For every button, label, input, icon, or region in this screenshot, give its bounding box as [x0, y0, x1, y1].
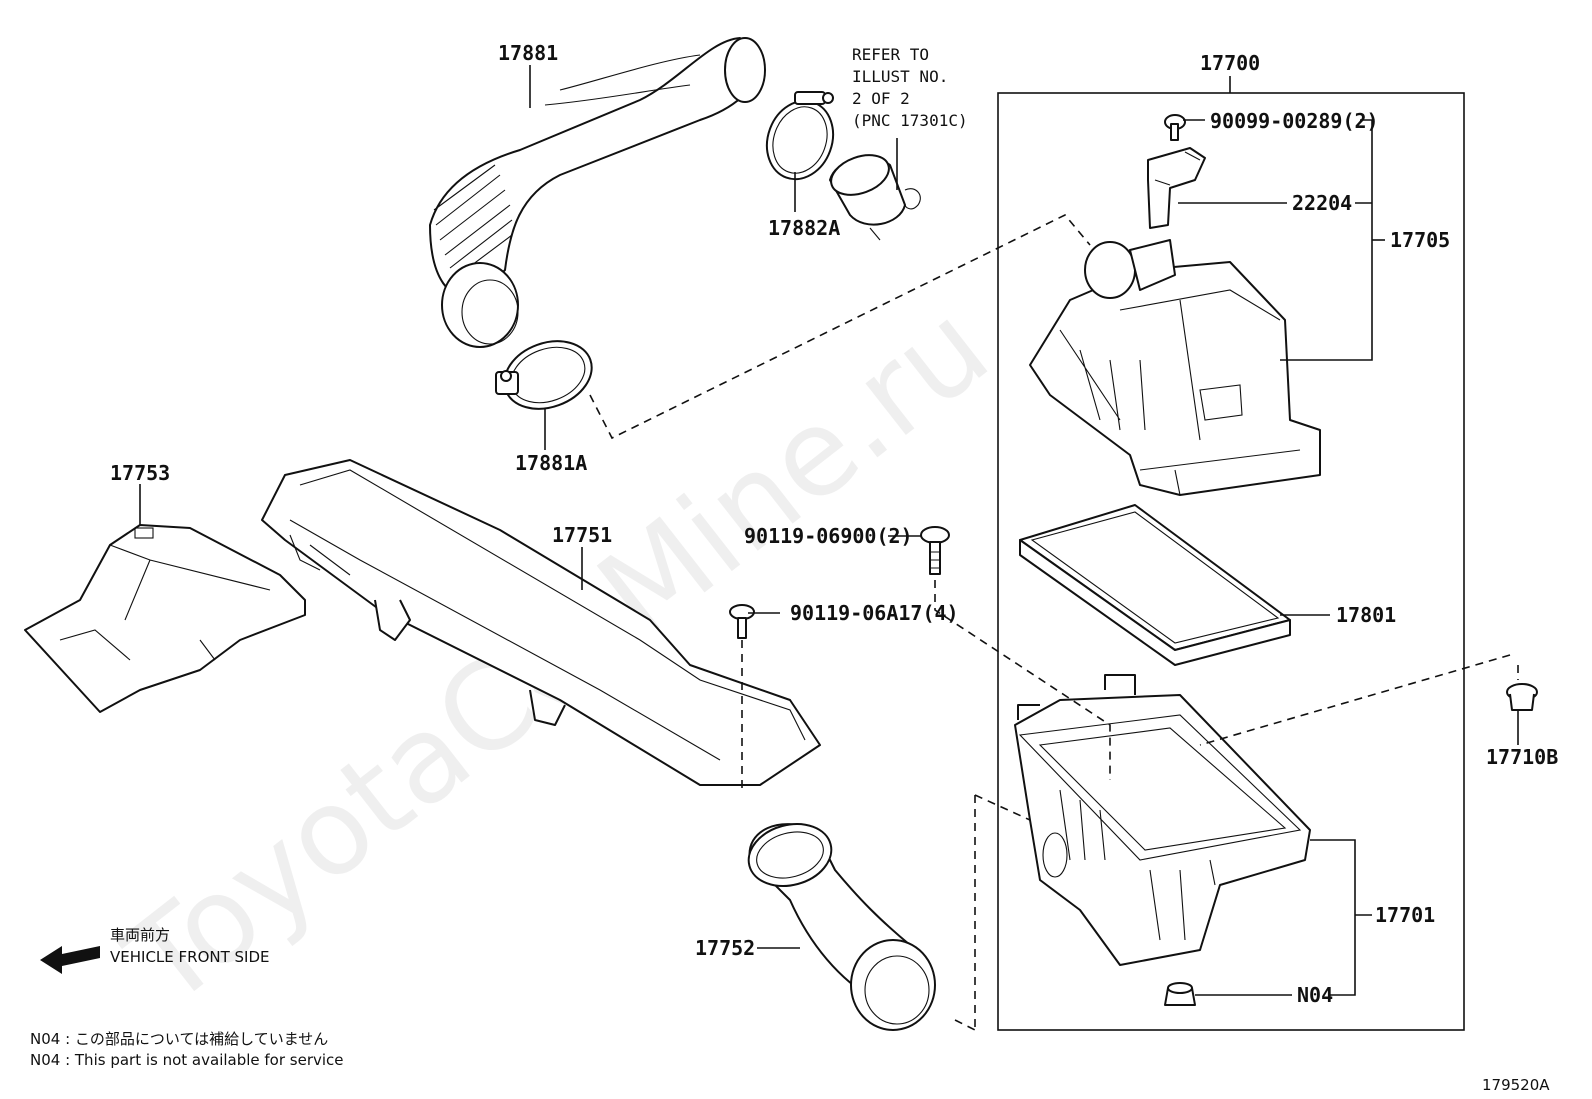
label-17700: 17700: [1200, 51, 1260, 75]
air-cleaner-cover-17705: [1029, 239, 1321, 496]
footnote-jp: N04 : この部品については補給していません: [30, 1030, 328, 1048]
label-17701: 17701: [1375, 903, 1435, 927]
label-17801: 17801: [1336, 603, 1396, 627]
label-90119-06900: 90119-06900(2): [744, 524, 913, 548]
air-filter-17801: [1019, 504, 1291, 666]
label-N04: N04: [1297, 983, 1333, 1007]
bolt-90119-06A17: [729, 604, 755, 639]
intake-17751: [261, 459, 821, 786]
refer-note: REFER TO ILLUST NO. 2 OF 2 (PNC 17301C): [852, 45, 968, 130]
label-22204: 22204: [1292, 191, 1352, 215]
grommet-17710B: [1506, 683, 1538, 711]
clamp-17881A: [495, 340, 593, 410]
vehicle-front-arrow: [40, 946, 100, 974]
assembly-box-17700: [997, 92, 1465, 1031]
hose-17881: [429, 37, 766, 348]
label-17751: 17751: [552, 523, 612, 547]
svg-text:ILLUST NO.: ILLUST NO.: [852, 67, 948, 86]
footnote-en: N04 : This part is not available for ser…: [30, 1051, 344, 1069]
svg-text:(PNC 17301C): (PNC 17301C): [852, 111, 968, 130]
airflow-sensor-22204: [1147, 147, 1206, 229]
leader-lines: [139, 65, 1519, 996]
direction-jp: 車両前方: [110, 926, 170, 944]
label-90099-00289: 90099-00289(2): [1210, 109, 1379, 133]
illustration-id: 179520A: [1482, 1076, 1550, 1094]
label-17752: 17752: [695, 936, 755, 960]
clamp-17882A: [765, 91, 835, 181]
label-17881: 17881: [498, 41, 558, 65]
air-cleaner-case-17701: [1014, 674, 1311, 966]
screw-90099: [1164, 114, 1186, 141]
label-17705: 17705: [1390, 228, 1450, 252]
direction-en: VEHICLE FRONT SIDE: [110, 948, 270, 966]
rubber-N04: [1164, 982, 1196, 1006]
label-17882A: 17882A: [768, 216, 840, 240]
svg-text:2 OF 2: 2 OF 2: [852, 89, 910, 108]
label-17710B: 17710B: [1486, 745, 1558, 769]
bolt-90119-06900: [920, 526, 950, 575]
duct-17753: [24, 524, 306, 713]
label-17753: 17753: [110, 461, 170, 485]
dashed-connectors: [589, 214, 1519, 1031]
sleeve-17301C: [829, 154, 921, 241]
label-17881A: 17881A: [515, 451, 587, 475]
label-90119-06A17: 90119-06A17(4): [790, 601, 959, 625]
hose-17752: [747, 823, 936, 1031]
svg-text:REFER TO: REFER TO: [852, 45, 929, 64]
